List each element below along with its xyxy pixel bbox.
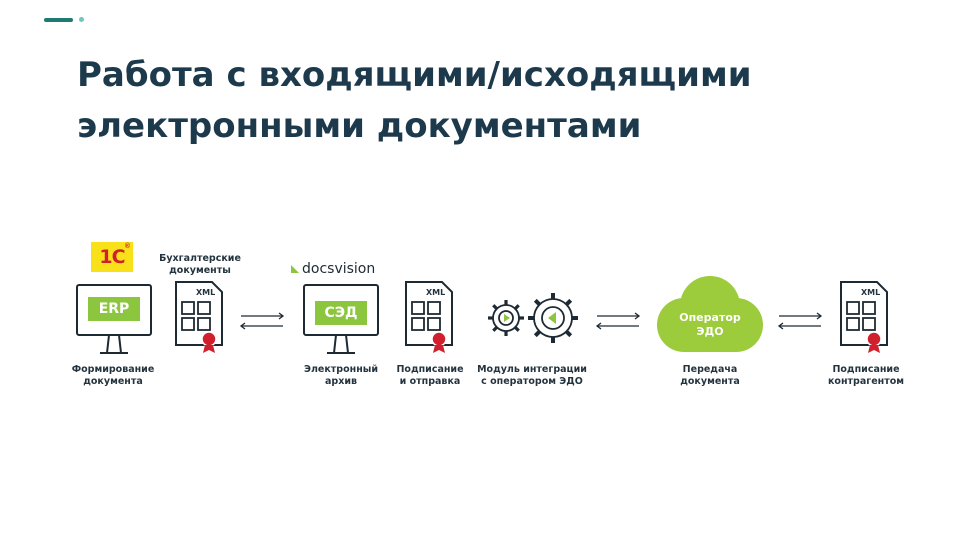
caption-line: Подписание	[832, 364, 900, 375]
caption-line: Формирование	[71, 364, 155, 375]
xml-label: XML	[861, 288, 881, 297]
caption-transfer: Передача документа	[680, 364, 740, 388]
accounting-docs-label: Бухгалтерские документы	[159, 253, 241, 277]
caption-integration: Модуль интеграции с оператором ЭДО	[477, 364, 587, 388]
signing-document-icon	[405, 281, 453, 353]
caption-line: Электронный	[303, 364, 379, 375]
cloud-label-line-2: ЭДО	[696, 325, 724, 338]
sed-screen-label: СЭД	[315, 301, 367, 325]
cloud-icon	[657, 276, 763, 352]
erp-monitor-icon	[76, 284, 152, 354]
caption-line: контрагентом	[827, 376, 905, 387]
docsvision-text: docsvision	[302, 261, 376, 277]
caption-line: архив	[324, 376, 357, 387]
caption-line: и отправка	[399, 376, 461, 387]
bidirectional-arrow-icon	[239, 312, 285, 330]
xml-label: XML	[426, 288, 446, 297]
caption-line: Подписание	[396, 364, 464, 375]
logo-docsvision: docsvision	[291, 261, 375, 277]
cloud-label: Оператор ЭДО	[666, 311, 754, 339]
caption-archive: Электронный архив	[304, 364, 378, 388]
accent-bar	[44, 17, 73, 22]
docsvision-mark-icon	[291, 265, 299, 273]
caption-line: с оператором ЭДО	[481, 376, 583, 387]
caption-line: Передача	[682, 364, 738, 375]
counterparty-document-icon	[840, 281, 888, 353]
xml-label: XML	[196, 288, 216, 297]
caption-signing-sending: Подписание и отправка	[396, 364, 463, 388]
decorative-accent	[44, 17, 84, 22]
erp-screen-label: ERP	[88, 297, 140, 321]
accounting-document-icon	[175, 281, 223, 353]
bidirectional-arrow-icon	[595, 312, 641, 330]
sed-monitor-icon	[303, 284, 379, 354]
logo-1c-reg: ®	[124, 243, 130, 250]
accounting-docs-line-1: Бухгалтерские	[159, 253, 241, 264]
slide-title: Работа с входящими/исходящими электронны…	[77, 50, 937, 152]
logo-1c: 1С ®	[91, 242, 133, 272]
caption-formation: Формирование документа	[72, 364, 155, 388]
logo-1c-text: 1С	[99, 246, 125, 268]
caption-line: Модуль интеграции	[477, 364, 587, 375]
title-line-1: Работа с входящими/исходящими	[77, 55, 752, 95]
caption-counterparty: Подписание контрагентом	[828, 364, 904, 388]
caption-line: документа	[83, 376, 143, 387]
accounting-docs-line-2: документы	[169, 265, 231, 276]
caption-line: документа	[680, 376, 740, 387]
title-line-2: электронными документами	[77, 106, 642, 146]
cloud-label-line-1: Оператор	[679, 311, 741, 324]
integration-gears-icon	[488, 293, 578, 343]
accent-dot	[79, 17, 84, 22]
bidirectional-arrow-icon	[777, 312, 823, 330]
